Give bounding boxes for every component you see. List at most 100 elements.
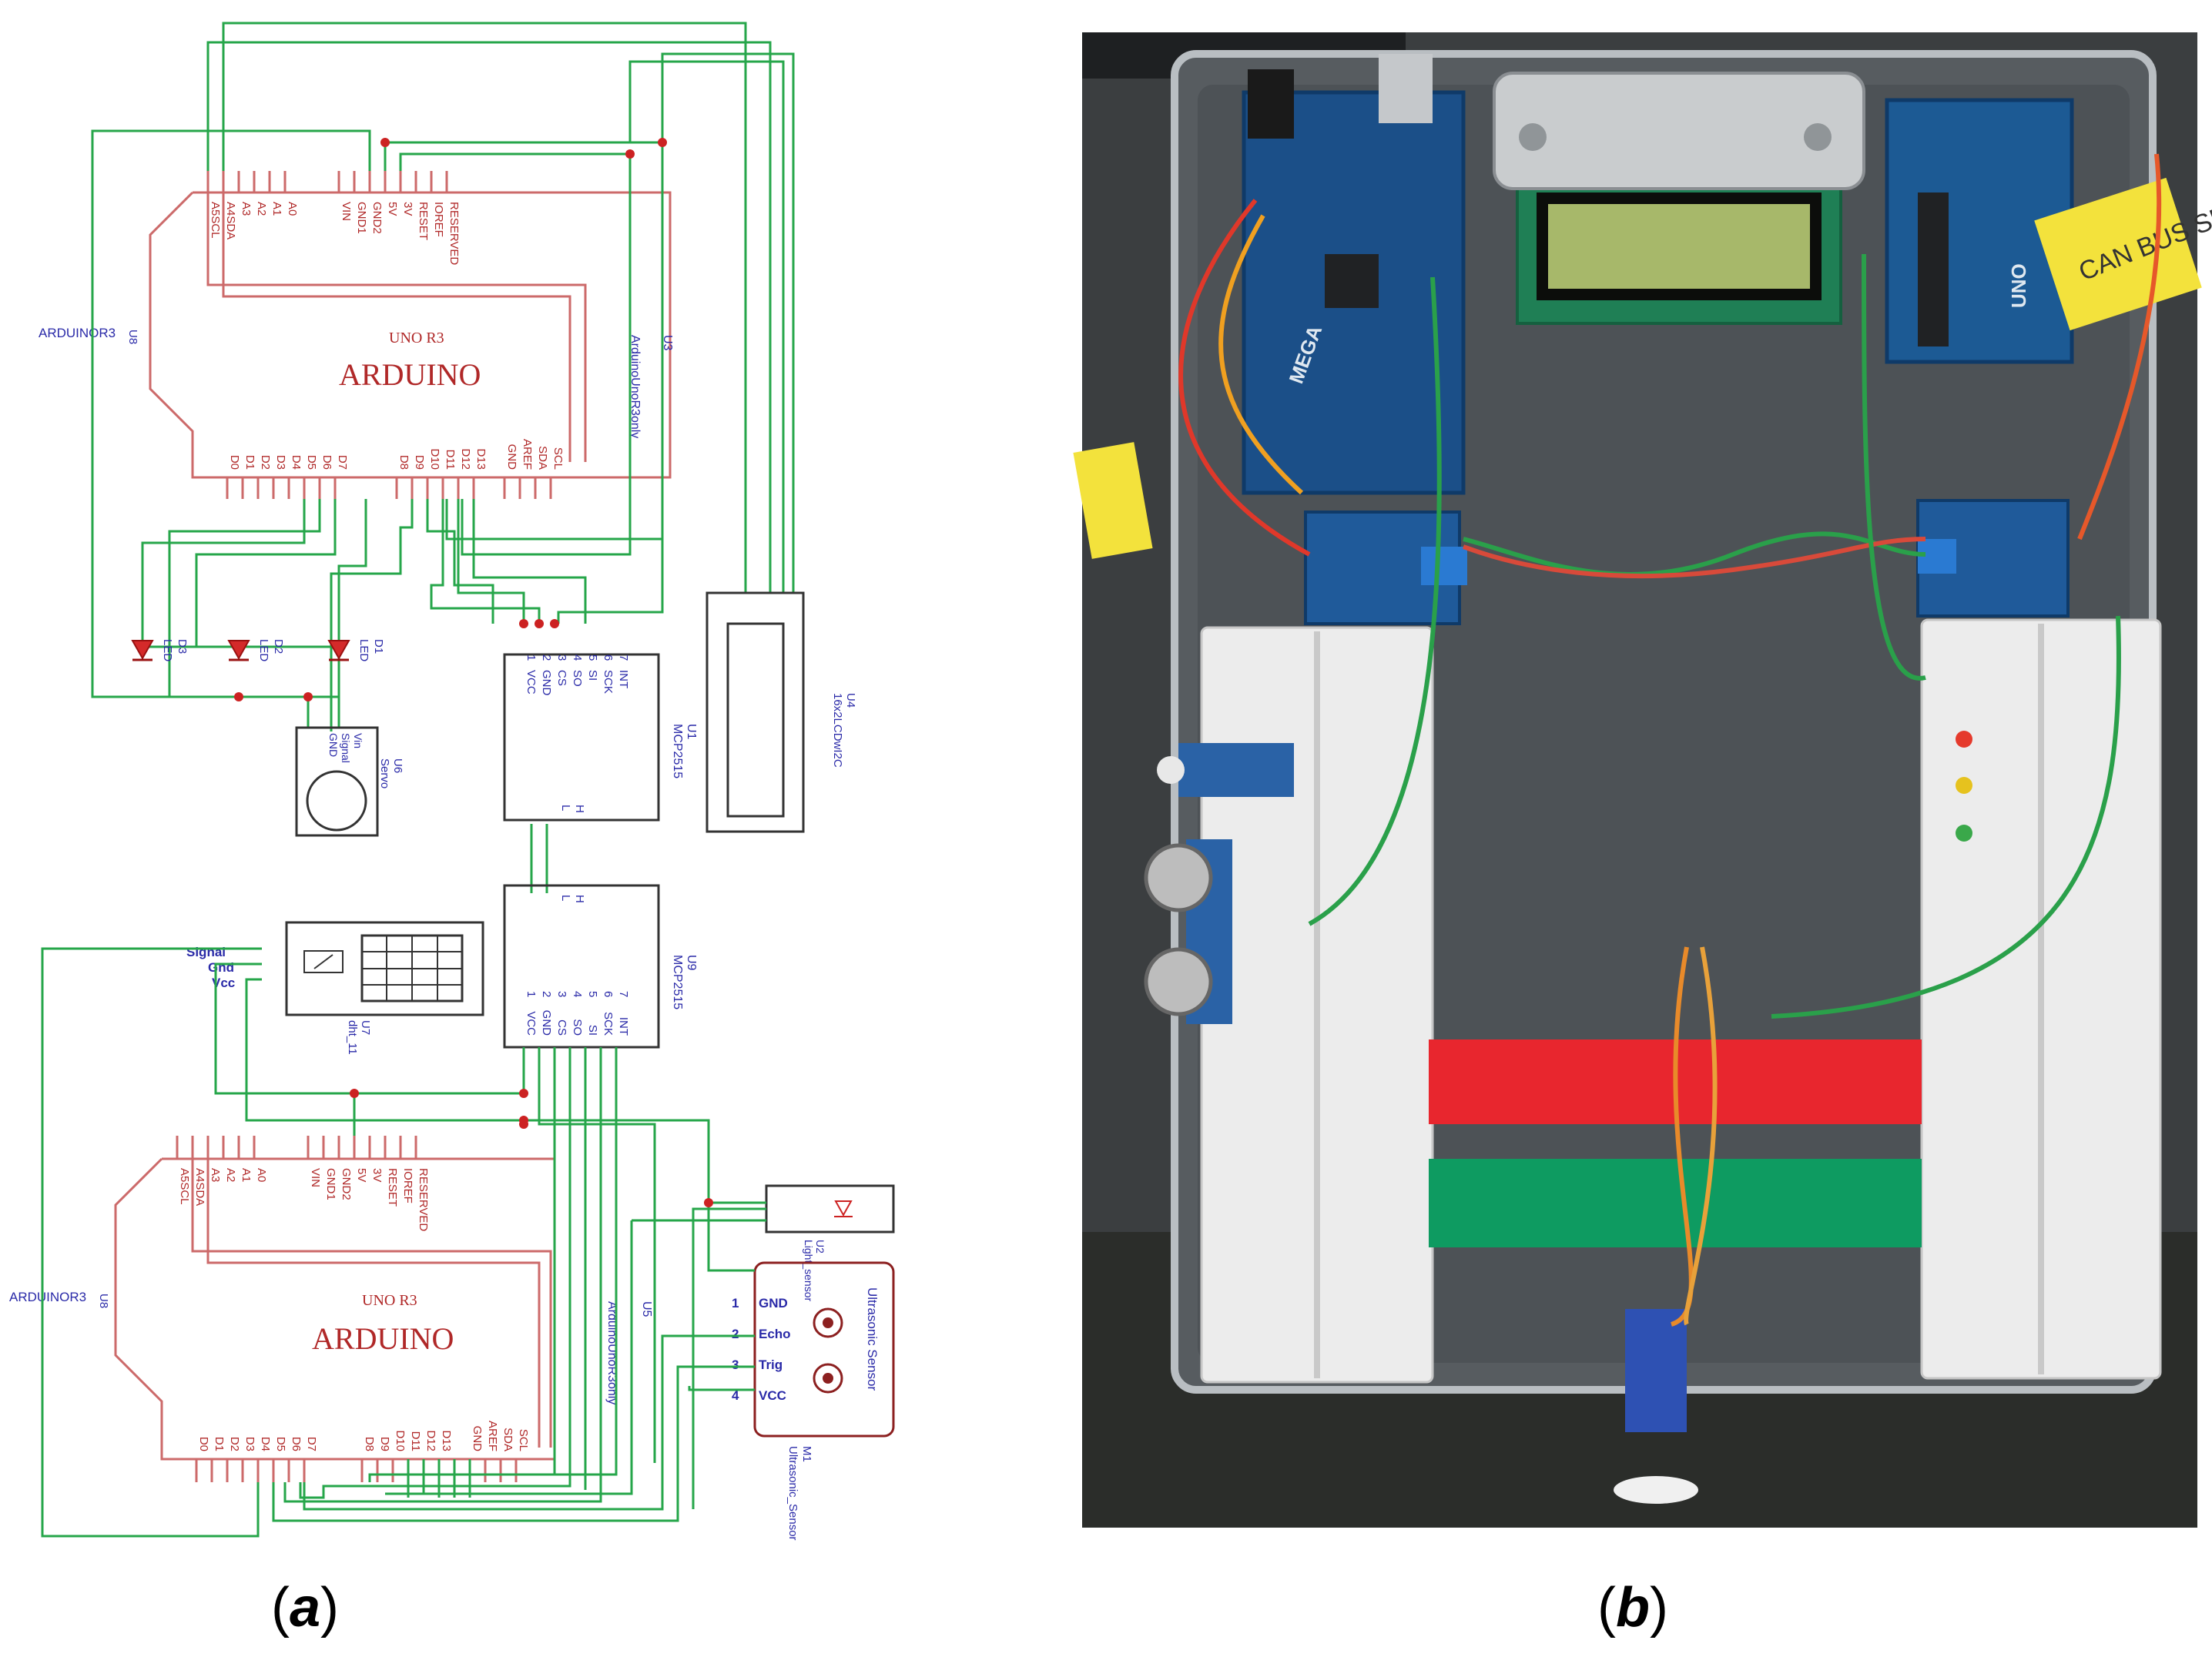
pin-label: D10: [394, 1430, 407, 1451]
ultrasonic-pin-number: 4: [732, 1388, 739, 1403]
can-pin-number: 3: [555, 991, 568, 997]
can-pin-number: 2: [540, 654, 553, 661]
pin-label: D13: [474, 448, 488, 470]
servo-pin-signal: Signal: [340, 733, 352, 763]
ultrasonic-name: Ultrasonic_Sensor: [786, 1446, 799, 1541]
lcd-module: U4 16x2LCDwI2C: [705, 591, 857, 833]
dht-name: dht_11: [346, 1020, 359, 1055]
can-bottom-bus-h: H: [573, 895, 586, 903]
can-pin-number: 7: [617, 654, 630, 661]
can-pin-label: SCK: [602, 1012, 615, 1036]
pin-label: D12: [459, 448, 472, 470]
panel-label-b: (b): [1597, 1577, 1668, 1639]
pin-label: D3: [274, 455, 287, 470]
led-d2: [227, 640, 250, 661]
ultrasonic-pin-number: 3: [732, 1357, 739, 1372]
top-header-pins: [206, 171, 448, 192]
ultrasonic-pin-label: Trig: [759, 1357, 783, 1372]
pin-label: D13: [440, 1430, 453, 1451]
pin-label: GND: [471, 1426, 484, 1452]
pin-label: D7: [305, 1437, 318, 1451]
pin-label: A5SCL: [209, 202, 222, 239]
led-d1-ref: D1: [372, 639, 385, 654]
light-ref: U2: [814, 1240, 826, 1254]
ultrasonic-pin-label: VCC: [759, 1388, 786, 1403]
bottom-board-ref: ARDUINOR3: [9, 1290, 86, 1304]
green-tape: [1429, 1159, 1922, 1247]
pin-label: D5: [274, 1437, 287, 1451]
pin-label: A0: [255, 1168, 268, 1182]
pin-label: GND2: [340, 1168, 353, 1200]
pin-label: D2: [259, 455, 272, 470]
pin-label: D1: [213, 1437, 226, 1451]
pin-label: SDA: [501, 1428, 514, 1451]
can-pin-label: CS: [555, 1019, 568, 1036]
can-pin-label: SI: [586, 670, 599, 681]
pin-label: 3V: [370, 1168, 384, 1182]
led-d1-type: LED: [357, 639, 370, 661]
ultrasonic-symbol: Ultrasonic Sensor M1 Ultrasonic_Sensor 1…: [732, 1261, 895, 1541]
ultrasonic-pin-label: GND: [759, 1296, 788, 1311]
top-board-part: ArduinoUnoR3only: [628, 335, 642, 438]
can-top-bus-l: L: [559, 805, 572, 811]
can-pin-number: 4: [571, 654, 584, 661]
photo-wires: [1178, 153, 2162, 1327]
top-board-ref: ARDUINOR3: [39, 326, 116, 340]
dht-pin-signal: Signal: [186, 945, 226, 959]
pin-label: AREF: [486, 1421, 499, 1451]
pin-label: D4: [259, 1437, 272, 1451]
led-d1: [327, 640, 350, 661]
pin-label: D3: [243, 1437, 256, 1451]
bottom-board-model: UNO R3: [362, 1292, 417, 1309]
can-pin-number: 2: [540, 991, 553, 997]
led-d2-ref: D2: [272, 639, 285, 654]
can-pin-label: INT: [617, 1017, 630, 1036]
pin-label: IOREF: [401, 1168, 414, 1203]
light-name: Light_sensor: [803, 1240, 815, 1302]
can-pin-number: 3: [555, 654, 568, 661]
pin-label: A4SDA: [193, 1168, 206, 1206]
pin-label: GND1: [355, 202, 368, 234]
can-pin-label: SI: [586, 1025, 599, 1036]
pin-label: AREF: [521, 439, 534, 470]
can-bottom-bus-l: L: [559, 895, 572, 901]
can-pin-label: GND: [540, 1010, 553, 1036]
pin-label: A0: [286, 202, 299, 216]
dht-pin-gnd: Gnd: [208, 960, 234, 975]
pin-label: D2: [228, 1437, 241, 1451]
pin-label: D11: [409, 1431, 422, 1451]
pin-label: A5SCL: [178, 1168, 191, 1205]
uno-board-text: UNO: [2007, 263, 2030, 308]
pin-label: D4: [290, 455, 303, 470]
bottom-board-part-id: U5: [640, 1301, 653, 1317]
servo-name: Servo: [378, 758, 391, 788]
can-pin-label: SO: [571, 670, 584, 687]
can-pin-label: INT: [617, 670, 630, 688]
pin-label: D9: [413, 455, 426, 470]
pin-label: A2: [255, 202, 268, 216]
lcd-ref: U4: [844, 693, 857, 708]
bottom-wires: [41, 947, 766, 1538]
pin-label: D9: [378, 1437, 391, 1451]
top-board-part-id: U3: [661, 335, 674, 351]
can-pin-label: VCC: [525, 1011, 538, 1036]
can-pin-number: 5: [586, 654, 599, 661]
pin-label: D7: [336, 455, 349, 470]
pin-label: RESET: [386, 1168, 399, 1207]
pin-label: VIN: [340, 202, 353, 221]
pin-label: D6: [290, 1437, 303, 1451]
pin-label: SDA: [536, 446, 549, 470]
pin-label: D0: [197, 1437, 210, 1451]
can-pin-number: 7: [617, 991, 630, 997]
pin-label: SCL: [551, 447, 565, 470]
ultrasonic-pin-number: 1: [732, 1296, 739, 1311]
pin-label: A3: [240, 202, 253, 216]
can-pin-label: GND: [540, 670, 553, 696]
servo-motor: [1625, 1309, 1687, 1432]
can-bottom-name: MCP2515: [671, 955, 684, 1009]
can-pin-number: 6: [602, 654, 615, 661]
top-board-name: ARDUINO: [339, 357, 481, 392]
red-led: [1956, 731, 1972, 748]
can-pin-label: CS: [555, 670, 568, 686]
